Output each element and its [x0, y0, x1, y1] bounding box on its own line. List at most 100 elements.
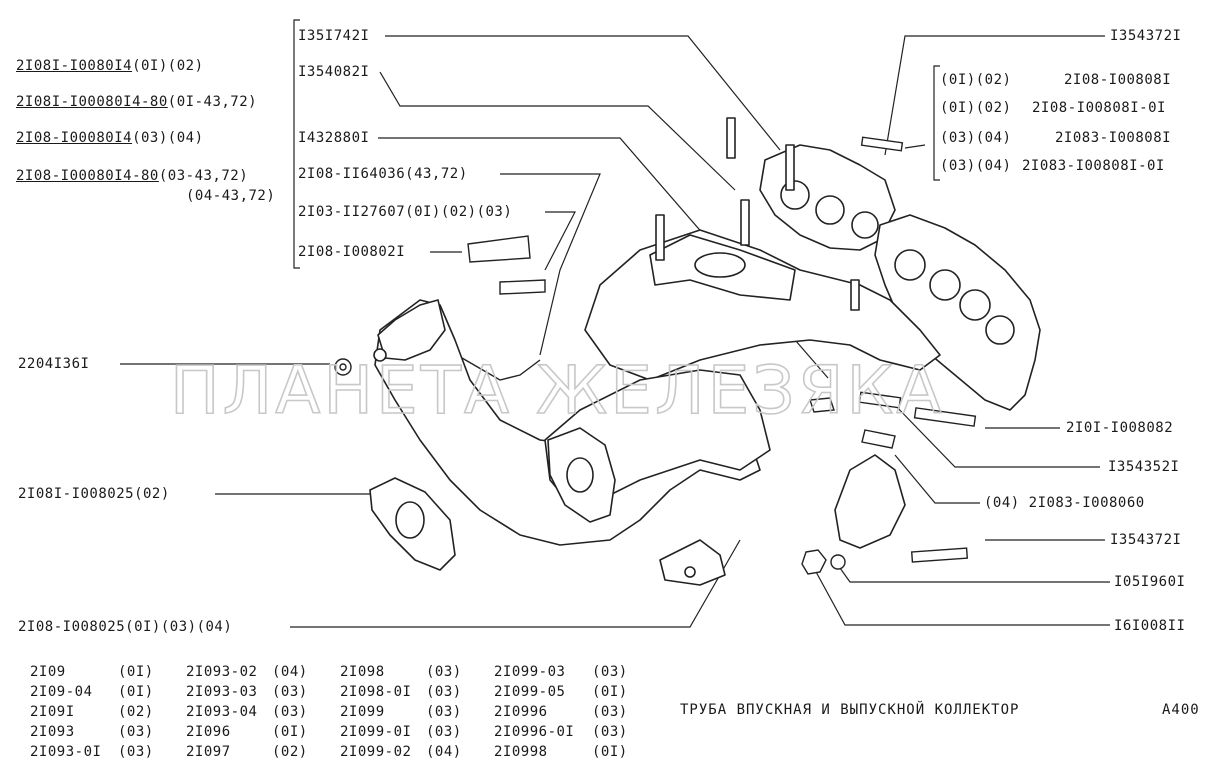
model-cell: (02)	[272, 744, 308, 760]
model-cell: 2I09-04	[30, 684, 93, 700]
manifold-body	[369, 117, 1041, 586]
left-ref-2-suffix: (0I-43,72)	[167, 94, 258, 110]
right-box-mod-4: (03)(04)	[940, 158, 1012, 174]
left-ref-5-suffix: (04-43,72)	[186, 188, 276, 204]
box-label-4: 2I08-II64036(43,72)	[298, 166, 468, 182]
washer-r5	[830, 554, 846, 570]
model-cell: 2I093-0I	[30, 744, 102, 760]
box-label-2: I354082I	[298, 64, 370, 80]
model-cell: 2I093-04	[186, 704, 258, 720]
bolt-r3	[861, 429, 896, 449]
model-cell: 2I099-0I	[340, 724, 412, 740]
callout-r5: I05I960I	[1114, 574, 1186, 590]
left-ref-1-code: 2I08I-I0080I4	[16, 58, 133, 74]
leader-2108-1164036	[500, 173, 601, 356]
leader-right-box	[904, 144, 926, 149]
model-cell: 2I099	[340, 704, 385, 720]
left-ref-4-code: 2I08-I00080I4-80	[16, 168, 159, 184]
model-cell: (0I)	[118, 684, 154, 700]
model-cell: (03)	[592, 704, 628, 720]
page-code: A400	[1162, 702, 1200, 718]
model-cell: (03)	[426, 684, 462, 700]
plug-1432880i	[809, 397, 835, 413]
left-ref-2-code: 2I08I-I00080I4-80	[16, 94, 168, 110]
fasteners	[334, 136, 977, 575]
leader-2103-1127607	[544, 211, 576, 271]
box-label-1: I35I742I	[298, 28, 370, 44]
leader-top-right	[884, 35, 1105, 156]
left-ref-3-code: 2I08-I00080I4	[16, 130, 133, 146]
stud-r1	[913, 407, 977, 427]
box-label-3: I432880I	[298, 130, 370, 146]
right-box-part-1: 2I08-I00808I	[1064, 72, 1172, 88]
model-cell: 2I099-03	[494, 664, 566, 680]
box-label-5: 2I03-II27607(0I)(02)(03)	[298, 204, 513, 220]
model-cell: 2I0996	[494, 704, 548, 720]
nut-r6	[801, 549, 827, 575]
stud-r2	[858, 391, 902, 409]
fitting-small	[499, 279, 546, 295]
right-box-part-2: 2I08-I00808I-0I	[1032, 100, 1166, 116]
model-cell: 2I09	[30, 664, 66, 680]
model-cell: (0I)	[272, 724, 308, 740]
left-ref-1: 2I08I-I0080I4(0I)(02)	[16, 58, 204, 74]
model-cell: (02)	[118, 704, 154, 720]
model-cell: (03)	[592, 724, 628, 740]
left-ref-4-suffix: (03-43,72)	[158, 168, 249, 184]
model-cell: (03)	[426, 704, 462, 720]
callout-l1: 2204I36I	[18, 356, 90, 372]
right-box-part-4: 2I083-I00808I-0I	[1022, 158, 1165, 174]
model-cell: 2I0996-0I	[494, 724, 575, 740]
callout-r3: (04) 2I083-I008060	[984, 495, 1145, 511]
leader-r3	[894, 454, 980, 504]
left-ref-5: (04-43,72)	[186, 188, 275, 204]
model-cell: 2I096	[186, 724, 231, 740]
stud-r4	[910, 547, 969, 563]
label-bracket	[293, 19, 300, 269]
model-cell: (03)	[272, 684, 308, 700]
callout-r2: I354352I	[1108, 459, 1180, 475]
model-cell: (03)	[426, 664, 462, 680]
model-cell: (03)	[118, 724, 154, 740]
model-cell: (04)	[426, 744, 462, 760]
model-cell: (03)	[118, 744, 154, 760]
model-cell: 2I0998	[494, 744, 548, 760]
model-cell: 2I093	[30, 724, 75, 740]
callout-r6: I6I008II	[1114, 618, 1186, 634]
model-cell: 2I099-02	[340, 744, 412, 760]
model-cell: (03)	[592, 664, 628, 680]
diagram-title: ТРУБА ВПУСКНАЯ И ВЫПУСКНОЙ КОЛЛЕКТОР	[680, 702, 1020, 718]
right-box-part-3: 2I083-I00808I	[1055, 130, 1172, 146]
model-cell: 2I09I	[30, 704, 75, 720]
stud-fitting	[467, 235, 531, 263]
right-label-bracket	[933, 65, 940, 181]
model-cell: (03)	[426, 724, 462, 740]
model-cell: (04)	[272, 664, 308, 680]
watermark: ПЛАНЕТА ЖЕЛЕЗЯКА	[170, 352, 944, 429]
tube-small	[461, 357, 541, 381]
stud-right-box	[860, 136, 904, 152]
box-label-6: 2I08-I00802I	[298, 244, 406, 260]
leader-1354082i	[379, 71, 736, 191]
left-ref-3: 2I08-I00080I4(03)(04)	[16, 130, 204, 146]
right-box-mod-3: (03)(04)	[940, 130, 1012, 146]
model-cell: (03)	[272, 704, 308, 720]
model-cell: 2I099-05	[494, 684, 566, 700]
model-cell: 2I098	[340, 664, 385, 680]
model-cell: (0I)	[592, 684, 628, 700]
model-cell: (0I)	[592, 744, 628, 760]
right-box-mod-1: (0I)(02)	[940, 72, 1012, 88]
left-ref-2: 2I08I-I00080I4-80(0I-43,72)	[16, 94, 257, 110]
model-cell: 2I093-03	[186, 684, 258, 700]
leader-r6	[814, 569, 1110, 626]
callout-top-right: I354372I	[1110, 28, 1182, 44]
left-ref-1-suffix: (0I)(02)	[132, 58, 204, 74]
leader-r5	[839, 567, 1110, 583]
leader-r2	[889, 399, 1100, 468]
callout-l2: 2I08I-I008025(02)	[18, 486, 170, 502]
model-cell: (0I)	[118, 664, 154, 680]
callout-l3: 2I08-I008025(0I)(03)(04)	[18, 619, 233, 635]
model-cell: 2I097	[186, 744, 231, 760]
